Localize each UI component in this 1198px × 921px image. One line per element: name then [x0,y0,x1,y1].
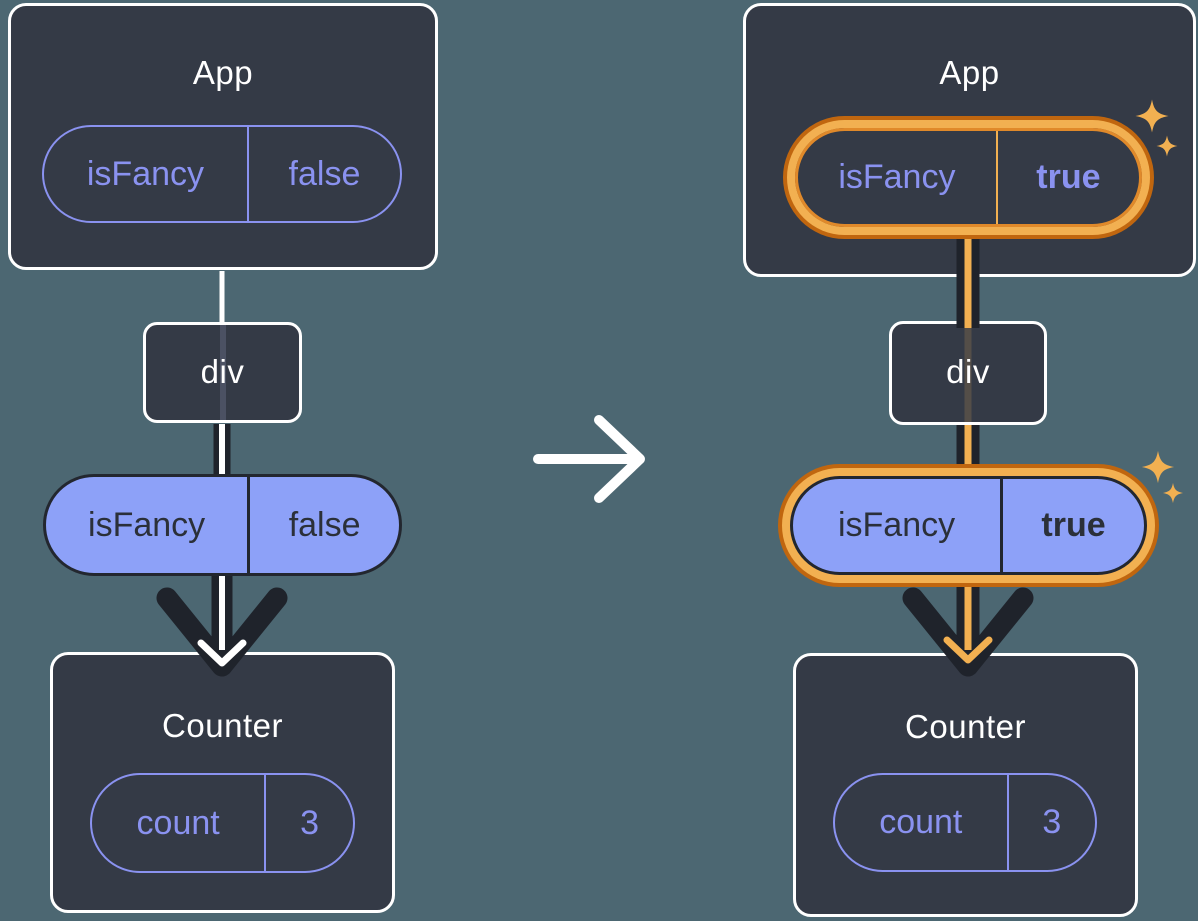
sparkle-icon [1162,482,1184,504]
div-element-box-right: div [889,321,1047,425]
pill-key: isFancy [86,154,205,193]
prop-pill-isfancy-right-highlighted: isFancy true [790,476,1147,575]
pass-through-line [964,324,972,422]
div-element-box-left: div [143,322,302,423]
component-title: div [200,352,245,390]
pill-value: false [246,127,400,221]
pill-key: count [879,803,963,841]
prop-pill-isfancy-left: isFancy false [43,474,402,576]
state-pill-isfancy-left: isFancy false [42,125,402,223]
pill-value: true [995,131,1139,224]
sparkle-icon [1141,450,1175,484]
state-pill-count-right: count 3 [833,773,1097,872]
pill-value: 3 [264,775,353,871]
state-pill-count-left: count 3 [90,773,355,873]
pass-through-line [219,325,226,420]
pill-key: isFancy [837,506,956,544]
component-title: App [192,54,254,91]
state-pill-isfancy-right-highlighted: isFancy true [795,128,1142,227]
pill-value: 3 [1006,775,1095,870]
pill-value: false [247,477,399,573]
component-title: Counter [162,707,283,744]
component-title: div [946,353,990,391]
pill-key: count [136,803,220,842]
component-title: Counter [905,708,1026,745]
component-title: App [939,54,1000,91]
pill-key: isFancy [88,505,206,544]
pill-key: isFancy [838,158,956,196]
right-arrow-icon [533,415,645,503]
pill-value: true [1000,479,1144,572]
